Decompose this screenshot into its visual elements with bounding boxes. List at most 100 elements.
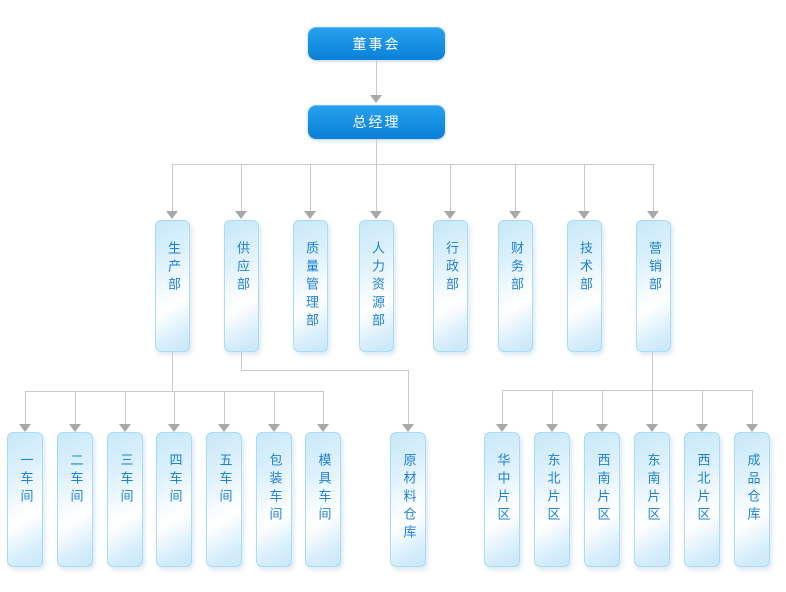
arrow-down-icon <box>370 211 382 219</box>
org-node-label: 供应部 <box>234 241 249 295</box>
arrow-down-icon <box>235 211 247 219</box>
node-workshop-1[interactable]: 一车间 <box>7 432 43 567</box>
connector-line <box>174 391 175 424</box>
connector-line <box>376 139 377 164</box>
org-node-label: 营销部 <box>646 241 661 295</box>
node-finance-dept[interactable]: 财务部 <box>498 220 533 352</box>
connector-line <box>408 370 409 424</box>
arrow-down-icon <box>596 424 608 432</box>
org-node-label: 西北片区 <box>694 453 710 525</box>
arrow-down-icon <box>304 211 316 219</box>
connector-line <box>552 390 553 424</box>
node-finished-goods-warehouse[interactable]: 成品仓库 <box>734 432 770 567</box>
node-hr-dept[interactable]: 人力资源部 <box>359 220 394 352</box>
node-workshop-5[interactable]: 五车间 <box>206 432 242 567</box>
node-quality-dept[interactable]: 质量管理部 <box>293 220 328 352</box>
node-admin-dept[interactable]: 行政部 <box>433 220 468 352</box>
node-southwest-region[interactable]: 西南片区 <box>584 432 620 567</box>
node-workshop-2[interactable]: 二车间 <box>57 432 93 567</box>
org-node-label: 行政部 <box>443 241 458 295</box>
node-southeast-region[interactable]: 东南片区 <box>634 432 670 567</box>
org-node-label: 原材料仓库 <box>400 453 416 543</box>
org-node-label: 五车间 <box>216 453 232 507</box>
arrow-down-icon <box>746 424 758 432</box>
connector-line <box>172 352 173 391</box>
connector-line <box>752 390 753 424</box>
node-packaging-workshop[interactable]: 包装车间 <box>256 432 292 567</box>
node-raw-material-warehouse[interactable]: 原材料仓库 <box>390 432 426 567</box>
org-node-label: 董事会 <box>352 36 401 53</box>
org-node-label: 生产部 <box>165 241 180 295</box>
connector-line <box>376 61 377 95</box>
node-northwest-region[interactable]: 西北片区 <box>684 432 720 567</box>
arrow-down-icon <box>119 424 131 432</box>
node-production-dept[interactable]: 生产部 <box>155 220 190 352</box>
connector-line <box>376 164 377 211</box>
node-central-china-region[interactable]: 华中片区 <box>484 432 520 567</box>
arrow-down-icon <box>218 424 230 432</box>
connector-line <box>450 164 451 211</box>
org-node-label: 三车间 <box>117 453 133 507</box>
arrow-down-icon <box>168 424 180 432</box>
node-mold-workshop[interactable]: 模具车间 <box>305 432 341 567</box>
org-node-label: 质量管理部 <box>303 241 318 331</box>
org-node-label: 成品仓库 <box>744 453 760 525</box>
node-supply-dept[interactable]: 供应部 <box>224 220 259 352</box>
connector-line <box>241 352 242 370</box>
node-workshop-4[interactable]: 四车间 <box>156 432 192 567</box>
arrow-down-icon <box>444 211 456 219</box>
connector-line <box>274 391 275 424</box>
connector-line <box>224 391 225 424</box>
connector-line <box>241 164 242 211</box>
org-node-label: 华中片区 <box>494 453 510 525</box>
org-node-label: 人力资源部 <box>369 241 384 331</box>
connector-line <box>172 164 653 165</box>
connector-line <box>241 370 408 371</box>
connector-line <box>502 390 753 391</box>
org-node-label: 总经理 <box>352 115 401 131</box>
arrow-down-icon <box>578 211 590 219</box>
arrow-down-icon <box>268 424 280 432</box>
node-marketing-dept[interactable]: 营销部 <box>636 220 671 352</box>
org-node-label: 东北片区 <box>544 453 560 525</box>
arrow-down-icon <box>317 424 329 432</box>
connector-line <box>584 164 585 211</box>
arrow-down-icon <box>647 211 659 219</box>
org-node-label: 四车间 <box>166 453 182 507</box>
node-board[interactable]: 董事会 <box>308 27 445 60</box>
arrow-down-icon <box>646 424 658 432</box>
connector-line <box>75 391 76 424</box>
connector-line <box>172 164 173 211</box>
connector-line <box>125 391 126 424</box>
org-node-label: 东南片区 <box>644 453 660 525</box>
arrow-down-icon <box>19 424 31 432</box>
connector-line <box>602 390 603 424</box>
arrow-down-icon <box>696 424 708 432</box>
org-node-label: 包装车间 <box>266 453 282 525</box>
node-general-manager[interactable]: 总经理 <box>308 105 445 139</box>
connector-line <box>702 390 703 424</box>
org-node-label: 技术部 <box>577 241 592 295</box>
arrow-down-icon <box>370 95 382 103</box>
node-northeast-region[interactable]: 东北片区 <box>534 432 570 567</box>
org-node-label: 二车间 <box>67 453 83 507</box>
arrow-down-icon <box>166 211 178 219</box>
connector-line <box>652 352 653 390</box>
org-node-label: 财务部 <box>508 241 523 295</box>
connector-line <box>653 164 654 211</box>
org-node-label: 模具车间 <box>315 453 331 525</box>
connector-line <box>25 391 26 424</box>
connector-line <box>502 390 503 424</box>
arrow-down-icon <box>546 424 558 432</box>
arrow-down-icon <box>402 424 414 432</box>
arrow-down-icon <box>496 424 508 432</box>
org-node-label: 西南片区 <box>594 453 610 525</box>
connector-line <box>323 391 324 424</box>
node-workshop-3[interactable]: 三车间 <box>107 432 143 567</box>
connector-line <box>652 390 653 424</box>
connector-line <box>310 164 311 211</box>
node-tech-dept[interactable]: 技术部 <box>567 220 602 352</box>
arrow-down-icon <box>509 211 521 219</box>
arrow-down-icon <box>69 424 81 432</box>
